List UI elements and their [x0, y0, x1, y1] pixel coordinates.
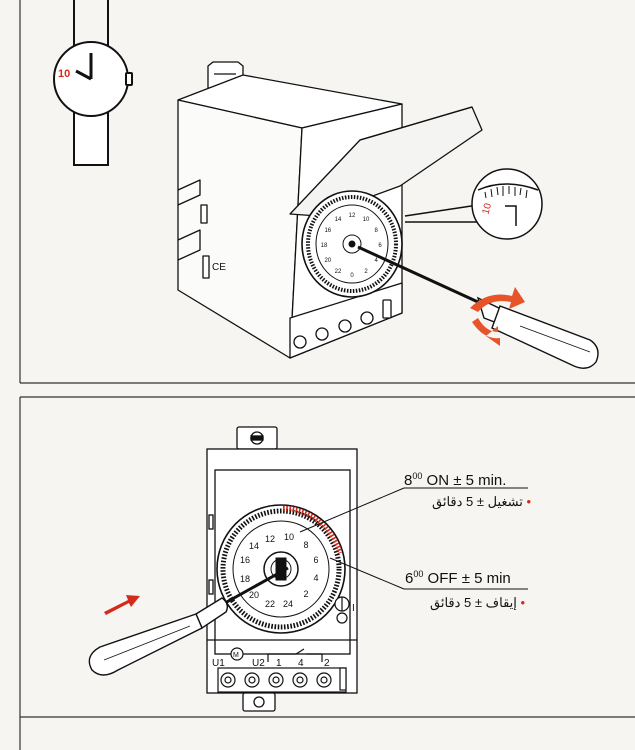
on-hour: 8 — [404, 472, 413, 489]
off-arabic-text: إيقاف ± 5 دقائق — [430, 595, 517, 610]
dial-number: 6 — [378, 243, 382, 249]
on-arabic-label: • تشغيل ± 5 دقائق — [432, 494, 531, 510]
dial-number: 14 — [335, 217, 342, 223]
callout-lines — [299, 487, 528, 590]
top-dial — [301, 190, 403, 298]
off-minutes: 00 — [413, 569, 424, 579]
dial-number: 10 — [363, 217, 370, 223]
dial-number: 12 — [265, 534, 275, 544]
terminal-block — [217, 647, 347, 693]
bullet-icon: • — [520, 595, 526, 610]
switch-symbol: I — [352, 603, 355, 614]
dial-number: 8 — [375, 228, 379, 234]
dial-number: 16 — [240, 555, 250, 565]
dial-number: 18 — [321, 243, 328, 249]
terminal-label: 2 — [324, 658, 330, 669]
dial-number: 24 — [283, 599, 293, 609]
terminal-label: 4 — [298, 658, 304, 669]
dial-number: 6 — [313, 555, 318, 565]
ce-mark: CE — [212, 262, 226, 273]
dial-number: 22 — [265, 599, 275, 609]
on-text: ON ± 5 min. — [426, 472, 507, 489]
module-badge: M — [233, 652, 239, 659]
bullet-icon: • — [526, 494, 532, 509]
dial-number: 2 — [303, 589, 308, 599]
dial-number: 10 — [284, 532, 294, 542]
bottom-dial — [216, 504, 346, 634]
terminal-label: 1 — [276, 658, 282, 669]
on-minutes: 00 — [412, 471, 423, 481]
bottom-screwdriver — [88, 566, 289, 676]
dial-number: 4 — [375, 258, 379, 264]
manual-override-switch — [334, 596, 350, 624]
pointer-arrow-icon — [104, 595, 140, 615]
dial-number: 0 — [350, 273, 354, 279]
terminal-label: U2 — [252, 658, 265, 669]
dial-number: 16 — [324, 228, 331, 234]
on-time-label: 800 ON ± 5 min. — [404, 471, 506, 489]
off-time-label: 600 OFF ± 5 min — [405, 569, 511, 587]
terminal-labels: U1 U2 1 4 2 — [212, 658, 330, 669]
dial-number: 8 — [303, 540, 308, 550]
dial-number: 12 — [349, 213, 356, 219]
dial-number: 20 — [249, 590, 259, 600]
dial-number: 20 — [324, 258, 331, 264]
watch-hour-number: 10 — [58, 68, 70, 80]
dial-number: 18 — [240, 574, 250, 584]
wristwatch-icon — [53, 0, 133, 166]
dial-number: 22 — [335, 269, 342, 275]
top-screwdriver — [357, 245, 599, 369]
dial-number: 14 — [249, 541, 259, 551]
dial-number: 2 — [364, 269, 368, 275]
magnifier-scale-label: 10 — [481, 202, 495, 216]
magnifier-detail — [404, 168, 543, 240]
terminal-label: U1 — [212, 658, 225, 669]
panel-frames — [19, 0, 635, 750]
dial-number: 4 — [313, 573, 318, 583]
on-arabic-text: تشغيل ± 5 دقائق — [432, 494, 523, 509]
rotation-arrow-icon — [470, 287, 525, 346]
off-arabic-label: • إيقاف ± 5 دقائق — [430, 595, 525, 611]
bottom-dial-numbers: 12 10 8 6 4 2 24 22 20 18 16 14 — [240, 532, 319, 609]
off-text: OFF ± 5 min — [427, 570, 511, 587]
off-hour: 6 — [405, 570, 414, 587]
